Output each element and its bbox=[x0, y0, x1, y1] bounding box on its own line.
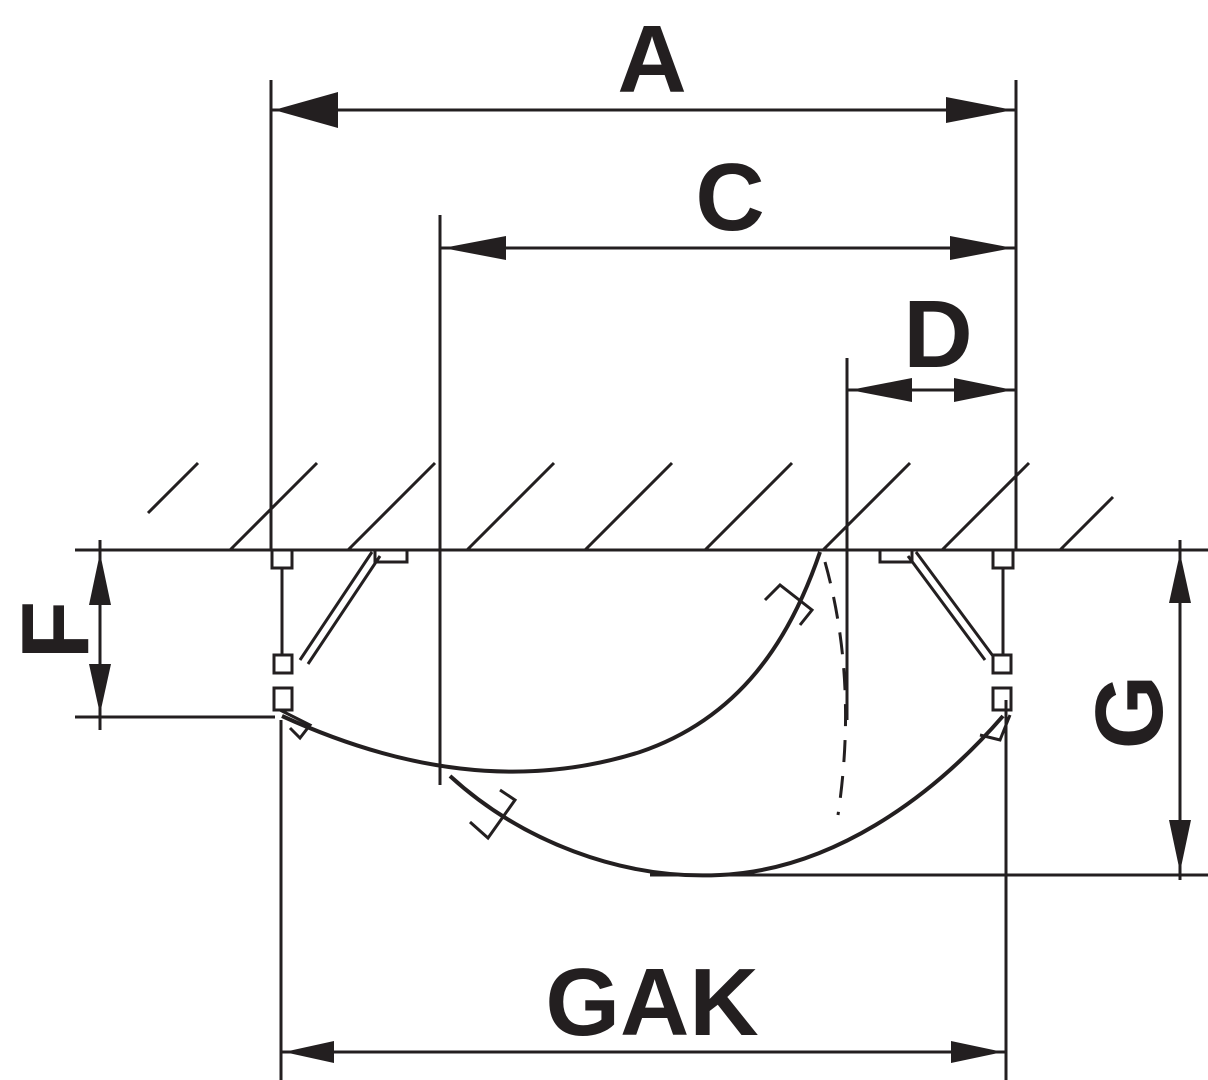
label-g: G bbox=[1076, 675, 1183, 750]
dimension-d: D bbox=[845, 281, 1016, 720]
dimension-gak: GAK bbox=[279, 700, 1008, 1080]
label-f: F bbox=[2, 601, 109, 660]
dimension-f: F bbox=[2, 540, 275, 730]
door-swing-dashed-arc bbox=[823, 561, 848, 816]
label-a: A bbox=[617, 6, 686, 113]
right-hinge-assembly bbox=[878, 548, 1015, 712]
label-c: C bbox=[695, 144, 764, 251]
left-hinge-assembly bbox=[270, 548, 409, 712]
right-door-swing-arc bbox=[448, 714, 1005, 878]
dimension-g: G bbox=[650, 540, 1208, 880]
wall-hatching bbox=[146, 461, 1115, 552]
dimension-c: C bbox=[438, 144, 1016, 785]
door-handle-icon bbox=[279, 583, 1012, 841]
left-door-swing-arc bbox=[281, 551, 822, 774]
dimension-a: A bbox=[269, 6, 1018, 550]
label-d: D bbox=[903, 281, 972, 388]
label-gak: GAK bbox=[545, 949, 758, 1056]
